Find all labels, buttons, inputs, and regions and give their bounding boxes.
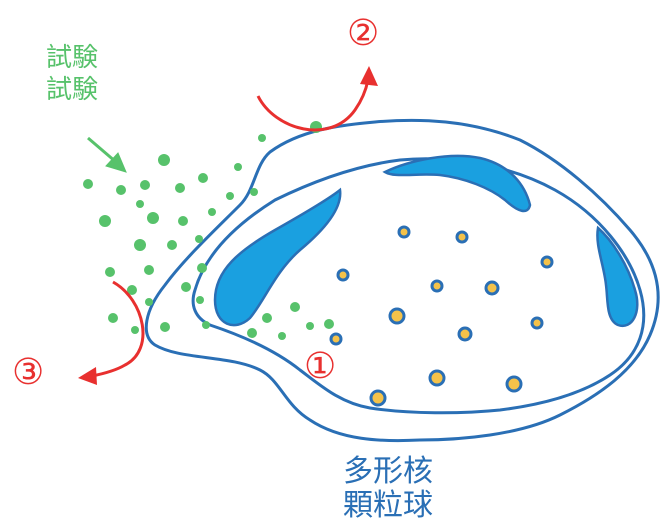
particle	[144, 265, 154, 275]
granule	[399, 227, 409, 237]
particle	[116, 185, 126, 195]
granule	[532, 318, 542, 328]
arrow-2	[258, 66, 378, 130]
particle	[250, 188, 258, 196]
test-label: 試験 試験	[46, 42, 98, 106]
particle	[136, 200, 144, 208]
particle	[158, 154, 170, 166]
particle	[99, 215, 111, 227]
particle	[290, 302, 300, 312]
particle	[147, 212, 159, 224]
particle	[198, 173, 208, 183]
particle	[234, 163, 242, 171]
particle	[195, 235, 203, 243]
particle	[160, 322, 170, 332]
test-label-line2: 試験	[46, 74, 98, 106]
granule	[432, 281, 442, 291]
test-label-line1: 試験	[46, 42, 98, 74]
granule	[459, 328, 471, 340]
granule	[371, 391, 385, 405]
granule	[542, 257, 552, 267]
granule	[507, 377, 521, 391]
granule	[486, 282, 498, 294]
cell-label-line2: 顆粒球	[318, 489, 458, 523]
particle	[262, 313, 272, 323]
granule	[390, 309, 404, 323]
marker-2: ②	[347, 16, 379, 52]
particle	[178, 216, 188, 226]
particle	[175, 183, 185, 193]
particle	[324, 319, 334, 329]
particle	[181, 282, 191, 292]
particle	[167, 240, 177, 250]
granule	[430, 371, 444, 385]
particle	[108, 313, 118, 323]
particle	[145, 298, 153, 306]
granule	[457, 232, 467, 242]
particle	[208, 208, 216, 216]
particle	[202, 321, 210, 329]
particle	[226, 192, 234, 200]
particle	[197, 263, 207, 273]
cell-label-line1: 多形核	[318, 455, 458, 489]
particle	[196, 296, 204, 304]
particle	[83, 179, 93, 189]
marker-1: ①	[304, 349, 336, 385]
particle	[105, 267, 115, 277]
particle	[258, 134, 266, 142]
granule	[338, 270, 348, 280]
particle	[278, 332, 286, 340]
cell-label: 多形核 顆粒球	[318, 455, 458, 523]
particle	[134, 239, 146, 251]
particle	[306, 322, 314, 330]
label-pointer-arrow	[88, 138, 126, 172]
particle	[247, 328, 257, 338]
particle	[140, 180, 150, 190]
granule	[331, 334, 341, 344]
marker-3: ③	[12, 355, 44, 391]
particle	[131, 326, 139, 334]
